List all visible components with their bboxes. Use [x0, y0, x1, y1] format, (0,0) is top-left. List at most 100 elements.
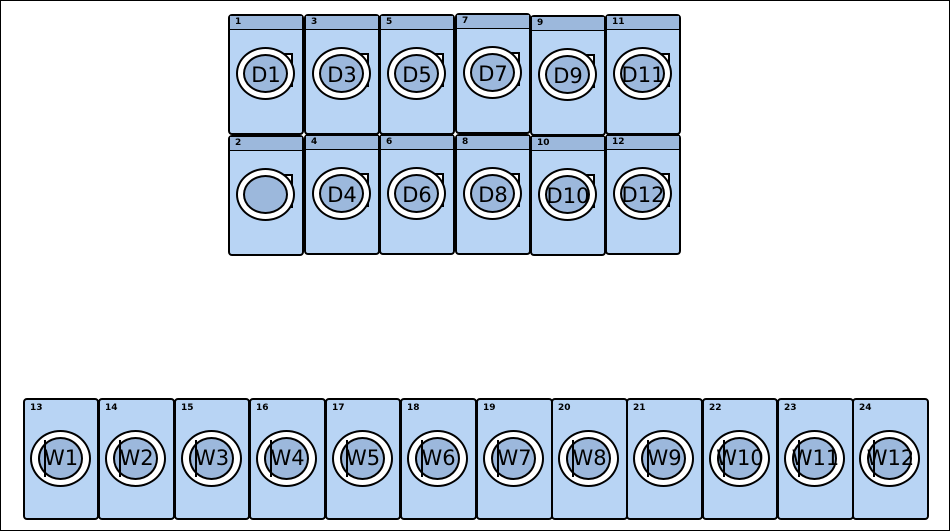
washer-w6[interactable]: 18 W6: [400, 398, 477, 520]
machine-number: 6: [386, 137, 393, 147]
dryer-header: [607, 16, 679, 30]
machine-number: 17: [332, 403, 345, 413]
machine-label: W10: [716, 446, 764, 470]
machine-label: W11: [791, 446, 840, 470]
machine-label: D6: [402, 183, 432, 207]
door-glass: [620, 174, 665, 213]
washer-w3[interactable]: 15 W3: [174, 398, 250, 520]
dryer-header: [381, 16, 453, 30]
door-glass: [545, 175, 590, 214]
dryer-7[interactable]: 7 D7: [455, 13, 531, 134]
machine-number: 14: [105, 403, 118, 413]
dryer-door: [387, 167, 446, 220]
door-latch: [647, 440, 649, 477]
machine-label: D1: [251, 63, 281, 87]
dryer-header: [306, 16, 378, 30]
dryer-6[interactable]: 6 D6: [379, 134, 455, 255]
dryer-header: [457, 15, 529, 29]
door-latch: [421, 440, 423, 477]
door-latch: [44, 440, 46, 477]
machine-label: W3: [194, 446, 230, 470]
machine-number: 20: [558, 403, 571, 413]
washer-door: [633, 430, 694, 487]
washer-door: [332, 430, 393, 487]
dryer-door: [387, 47, 446, 100]
dryer-door: [538, 48, 597, 101]
machine-number: 23: [784, 403, 797, 413]
washer-w7[interactable]: 19 W7: [476, 398, 553, 520]
machine-number: 1: [235, 17, 242, 27]
machine-number: 9: [537, 18, 544, 28]
dryer-door: [613, 167, 672, 220]
washer-w2[interactable]: 14 W2: [98, 398, 175, 520]
door-glass: [394, 54, 439, 93]
dryer-12[interactable]: 12 D12: [605, 134, 681, 255]
machine-label: D11: [621, 63, 665, 87]
machine-label: W8: [572, 446, 607, 470]
machine-label: D5: [402, 63, 432, 87]
door-latch: [195, 440, 197, 477]
machine-number: 7: [462, 16, 469, 26]
machine-number: 18: [407, 403, 420, 413]
door-latch: [723, 440, 725, 477]
washer-door: [105, 430, 166, 487]
door-latch: [572, 440, 574, 477]
machine-number: 8: [462, 137, 469, 147]
door-glass: [394, 174, 439, 213]
dryer-11[interactable]: 11 D11: [605, 14, 681, 135]
dryer-door: [236, 168, 295, 221]
door-latch: [119, 440, 121, 477]
machine-label: D12: [621, 183, 665, 207]
dryer-header: [230, 16, 302, 30]
washer-w4[interactable]: 16 W4: [249, 398, 326, 520]
dryer-2[interactable]: 2: [228, 135, 304, 256]
dryer-door: [312, 167, 371, 220]
washer-door: [407, 430, 468, 487]
machine-label: W9: [647, 446, 682, 470]
washer-w5[interactable]: 17 W5: [325, 398, 401, 520]
machine-label: W5: [345, 446, 381, 470]
dryer-header: [532, 17, 604, 31]
washer-door: [784, 430, 845, 487]
dryer-door: [463, 167, 522, 220]
machine-label: W7: [497, 446, 532, 470]
dryer-door: [613, 47, 672, 100]
machine-label: D3: [327, 63, 357, 87]
machine-number: 16: [256, 403, 269, 413]
dryer-5[interactable]: 5 D5: [379, 14, 455, 135]
washer-w11[interactable]: 23 W11: [777, 398, 854, 520]
dryer-door: [463, 46, 522, 99]
washer-w9[interactable]: 21 W9: [626, 398, 703, 520]
machine-number: 11: [612, 17, 625, 27]
machine-number: 4: [311, 137, 318, 147]
dryer-9[interactable]: 9 D9: [530, 15, 606, 136]
dryer-header: [230, 137, 302, 151]
machine-label: D8: [478, 183, 508, 207]
door-glass: [470, 53, 515, 92]
dryer-10[interactable]: 10 D10: [530, 135, 606, 256]
machine-number: 13: [30, 403, 43, 413]
dryer-1[interactable]: 1 D1: [228, 14, 304, 135]
dryer-header: [306, 136, 378, 150]
door-latch: [346, 440, 348, 477]
dryer-door: [236, 47, 295, 100]
door-latch: [497, 440, 499, 477]
washer-w10[interactable]: 22 W10: [702, 398, 778, 520]
dryer-8[interactable]: 8 D8: [455, 134, 531, 255]
door-latch: [270, 440, 272, 477]
machine-number: 21: [633, 403, 646, 413]
dryer-header: [532, 137, 604, 151]
door-glass: [545, 55, 590, 94]
machine-number: 3: [311, 17, 318, 27]
washer-w1[interactable]: 13 W1: [23, 398, 99, 520]
dryer-4[interactable]: 4 D4: [304, 134, 380, 255]
washer-w12[interactable]: 24 W12: [852, 398, 929, 520]
dryer-door: [538, 168, 597, 221]
washer-door: [483, 430, 544, 487]
machine-number: 10: [537, 138, 550, 148]
machine-label: D7: [478, 62, 508, 86]
machine-number: 2: [235, 138, 242, 148]
door-glass: [243, 54, 288, 93]
dryer-3[interactable]: 3 D3: [304, 14, 380, 135]
washer-w8[interactable]: 20 W8: [551, 398, 628, 520]
